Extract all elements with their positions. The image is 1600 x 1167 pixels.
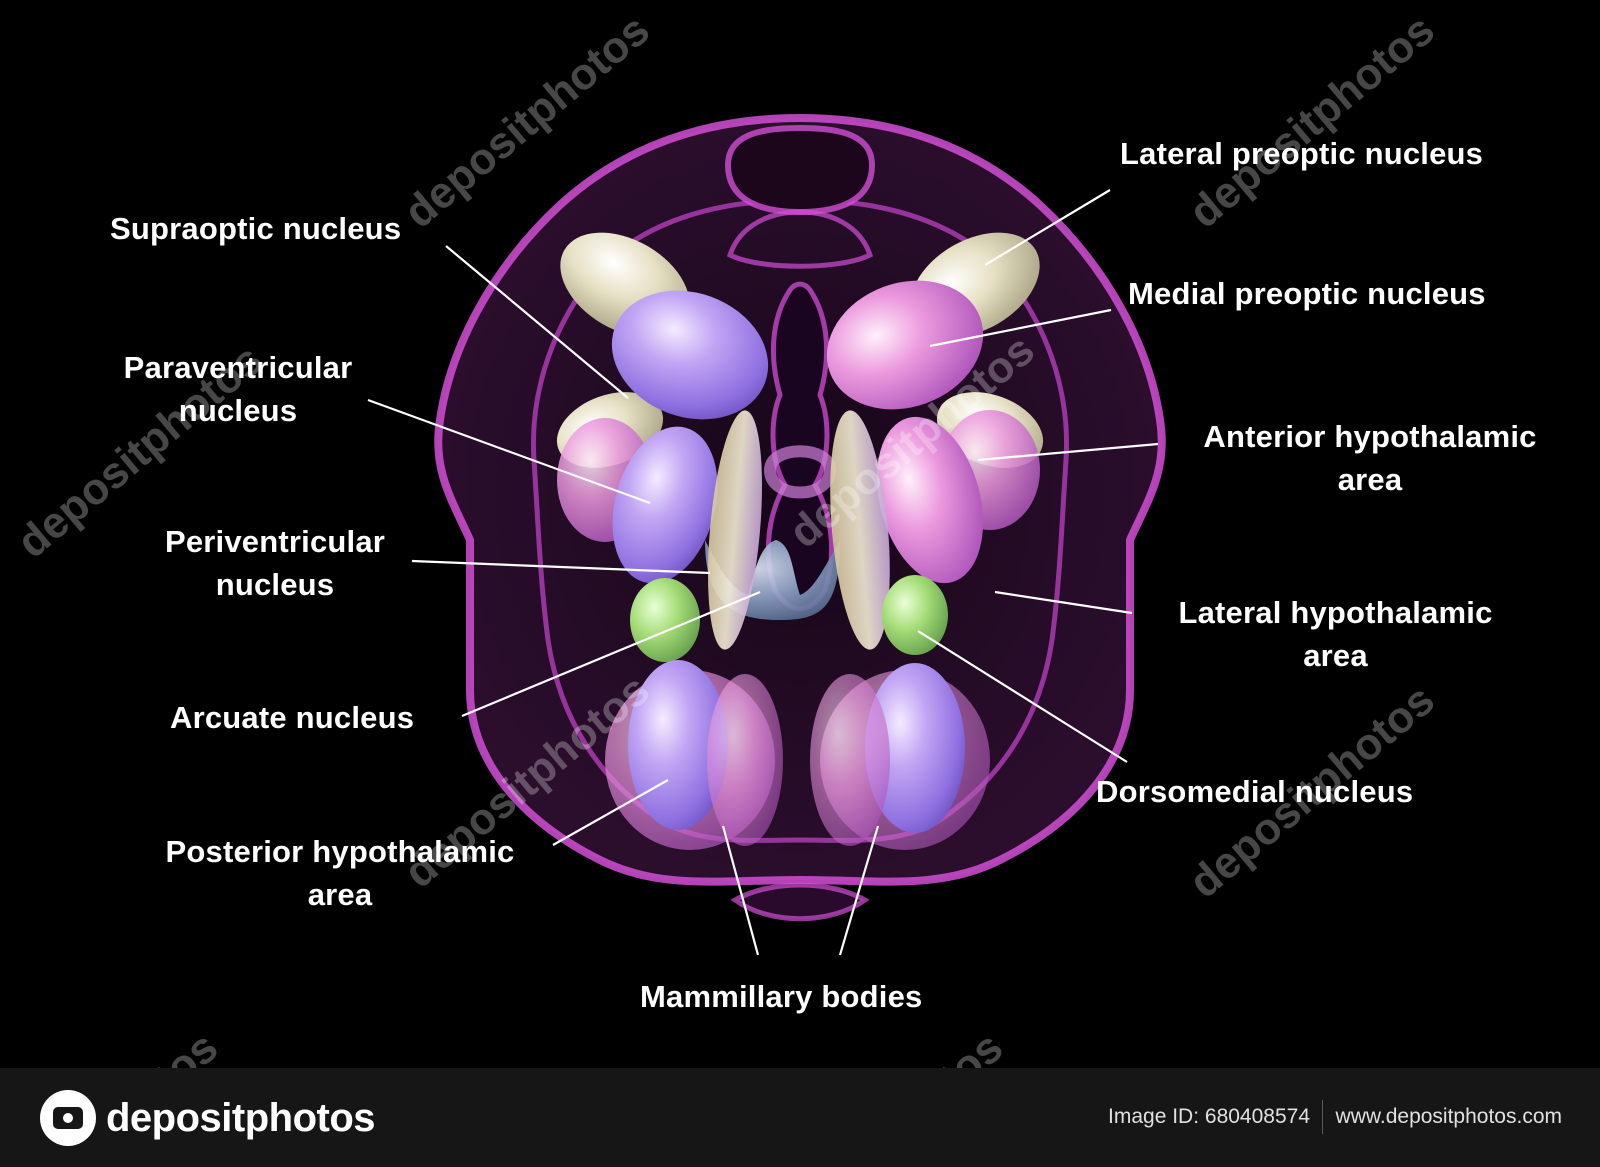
left-rod-shape [707, 410, 763, 650]
leader-mammillary-right [838, 825, 880, 956]
leader-posterior [552, 779, 669, 846]
top-arc [726, 209, 874, 269]
leader-supraoptic [445, 245, 629, 399]
inner-shell [530, 197, 1070, 843]
left-medial-preoptic-shape [611, 290, 769, 420]
leader-anterior [977, 442, 1159, 462]
label-posterior-hypothalamic-area: Posterior hypothalamic area [165, 834, 515, 912]
label-dorsomedial-nucleus: Dorsomedial nucleus [1096, 774, 1414, 809]
leader-paraventricular [367, 398, 651, 505]
hypothalamus-illustration [367, 113, 1166, 956]
diagram-canvas: depositphotos depositphotos depositphoto… [8, 5, 1537, 1103]
footer-bar: depositphotos Image ID: 680408574 www.de… [0, 1068, 1600, 1167]
right-dorsomedial-shape [882, 575, 948, 655]
right-paraventricular-shape [876, 416, 984, 584]
logo-text: depositphotos [106, 1095, 376, 1140]
label-arcuate-nucleus: Arcuate nucleus [170, 700, 415, 735]
top-chamber [724, 124, 876, 216]
right-medial-preoptic-shape [826, 280, 984, 410]
right-rod-shape [830, 410, 890, 650]
label-medial-preoptic-nucleus: Medial preoptic nucleus [1128, 276, 1486, 311]
label-lateral-preoptic-nucleus: Lateral preoptic nucleus [1120, 136, 1484, 171]
label-supraoptic-nucleus: Supraoptic nucleus [110, 211, 402, 246]
site-url-link[interactable]: www.depositphotos.com [1335, 1105, 1562, 1128]
leader-medial-preoptic [929, 308, 1112, 348]
label-mammillary-bodies: Mammillary bodies [640, 979, 923, 1014]
camera-icon [40, 1090, 96, 1146]
leader-lateral-hypothalamic [994, 590, 1133, 615]
label-paraventricular-nucleus: Paraventricular nucleus [123, 350, 353, 428]
image-id-text: Image ID: 680408574 [1108, 1105, 1310, 1128]
leader-arcuate [461, 590, 761, 718]
label-periventricular-nucleus: Periventricular nucleus [164, 524, 386, 602]
bottom-lip [730, 882, 870, 922]
leader-periventricular [411, 559, 711, 575]
leader-mammillary-left [721, 825, 760, 956]
leader-dorsomedial [917, 630, 1128, 763]
right-mammillary-rim [810, 674, 890, 846]
label-anterior-hypothalamic-area: Anterior hypothalamic area [1203, 419, 1537, 497]
footer-divider [1322, 1100, 1323, 1134]
right-mammillary-shape [865, 663, 965, 833]
central-ring [763, 445, 837, 499]
depositphotos-logo[interactable]: depositphotos [40, 1090, 376, 1146]
leader-lateral-preoptic [984, 189, 1111, 266]
left-mammillary-rim [707, 674, 783, 846]
left-paraventricular-shape [612, 426, 718, 584]
label-lateral-hypothalamic-area: Lateral hypothalamic area [1178, 595, 1493, 673]
left-dorsomedial-shape [630, 578, 700, 662]
